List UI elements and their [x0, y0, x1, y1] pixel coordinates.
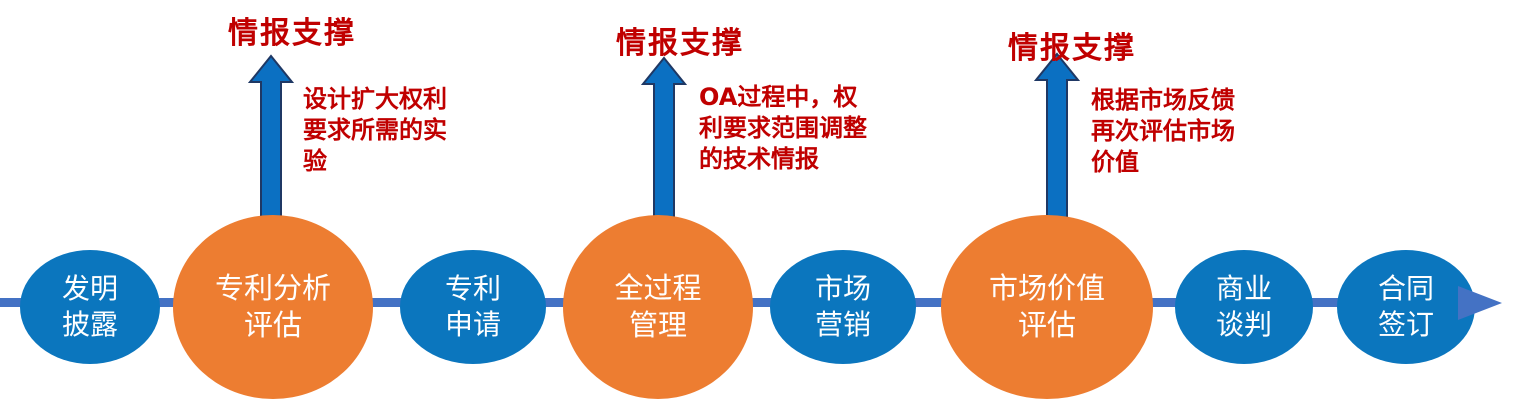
node-label: 合同 签订 [1377, 272, 1434, 341]
node-patent-application: 专利 申请 [400, 250, 546, 364]
node-label: 全过程 管理 [614, 270, 702, 342]
up-arrow-icon-3 [1034, 52, 1080, 221]
node-whole-process-management: 全过程 管理 [563, 215, 753, 399]
intel-support-label-3: 情报支撑 [1008, 31, 1136, 66]
node-invention-disclosure: 发明 披露 [20, 250, 160, 364]
node-label: 专利 申请 [444, 272, 501, 341]
intel-support-label-1: 情报支撑 [228, 16, 356, 51]
node-market-value-evaluation: 市场价值 评估 [941, 215, 1153, 399]
annotation-text-2: OA过程中，权 利要求范围调整 的技术情报 [699, 83, 867, 173]
node-label: 市场 营销 [814, 272, 871, 341]
timeline-arrowhead-icon [1458, 286, 1502, 320]
up-arrow-icon-2 [641, 56, 687, 225]
node-marketing: 市场 营销 [770, 250, 916, 364]
node-business-negotiation: 商业 谈判 [1175, 250, 1313, 364]
node-patent-analysis-evaluation: 专利分析 评估 [173, 215, 373, 399]
up-arrow-icon-1 [248, 54, 294, 223]
intel-support-label-2: 情报支撑 [616, 26, 744, 61]
node-label: 市场价值 评估 [988, 270, 1105, 342]
node-label: 商业 谈判 [1215, 272, 1272, 341]
node-contract-signing: 合同 签订 [1337, 250, 1475, 364]
annotation-text-3: 根据市场反馈 再次评估市场 价值 [1091, 86, 1235, 176]
node-label: 发明 披露 [61, 272, 118, 341]
node-label: 专利分析 评估 [214, 270, 331, 342]
annotation-text-1: 设计扩大权利 要求所需的实 验 [303, 85, 447, 175]
